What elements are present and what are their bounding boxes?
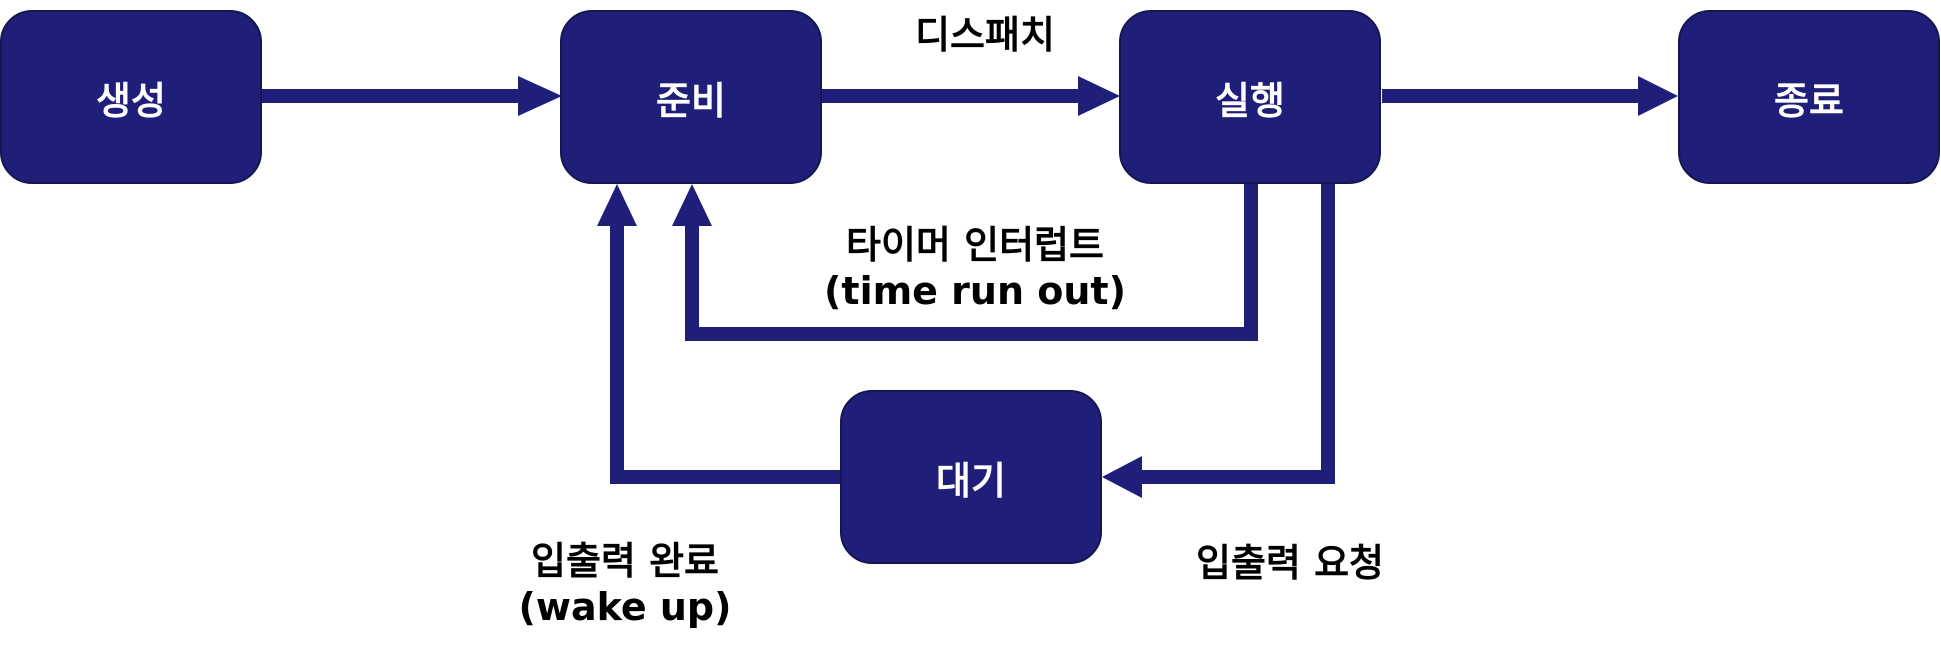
io-request-label: 입출력 요청 <box>1195 541 1385 585</box>
state-running: 실행 <box>1119 10 1381 184</box>
io-complete-label: 입출력 완료 (wake up) <box>500 538 750 630</box>
edge-ready-to-running <box>822 76 1120 116</box>
state-terminated-label: 종료 <box>1774 78 1844 123</box>
dispatch-label: 디스패치 <box>915 13 1055 57</box>
io-complete-ko: 입출력 완료 <box>530 539 720 583</box>
timer-interrupt-en: (time run out) <box>824 269 1126 313</box>
edge-running-to-waiting-io <box>1102 184 1335 498</box>
state-waiting: 대기 <box>840 390 1102 564</box>
state-ready: 준비 <box>560 10 822 184</box>
edge-running-to-terminated <box>1382 76 1678 116</box>
state-ready-label: 준비 <box>656 78 726 123</box>
io-complete-en: (wake up) <box>518 585 732 629</box>
state-waiting-label: 대기 <box>936 458 1006 503</box>
edge-waiting-to-ready-io <box>597 184 840 484</box>
timer-interrupt-label: 타이머 인터럽트 (time run out) <box>805 222 1145 314</box>
state-terminated: 종료 <box>1678 10 1940 184</box>
state-create-label: 생성 <box>96 78 166 123</box>
edge-create-to-ready <box>262 76 562 116</box>
state-running-label: 실행 <box>1215 78 1285 123</box>
timer-interrupt-ko: 타이머 인터럽트 <box>846 223 1104 267</box>
edge-running-to-ready-timer <box>672 184 1258 341</box>
state-create: 생성 <box>0 10 262 184</box>
